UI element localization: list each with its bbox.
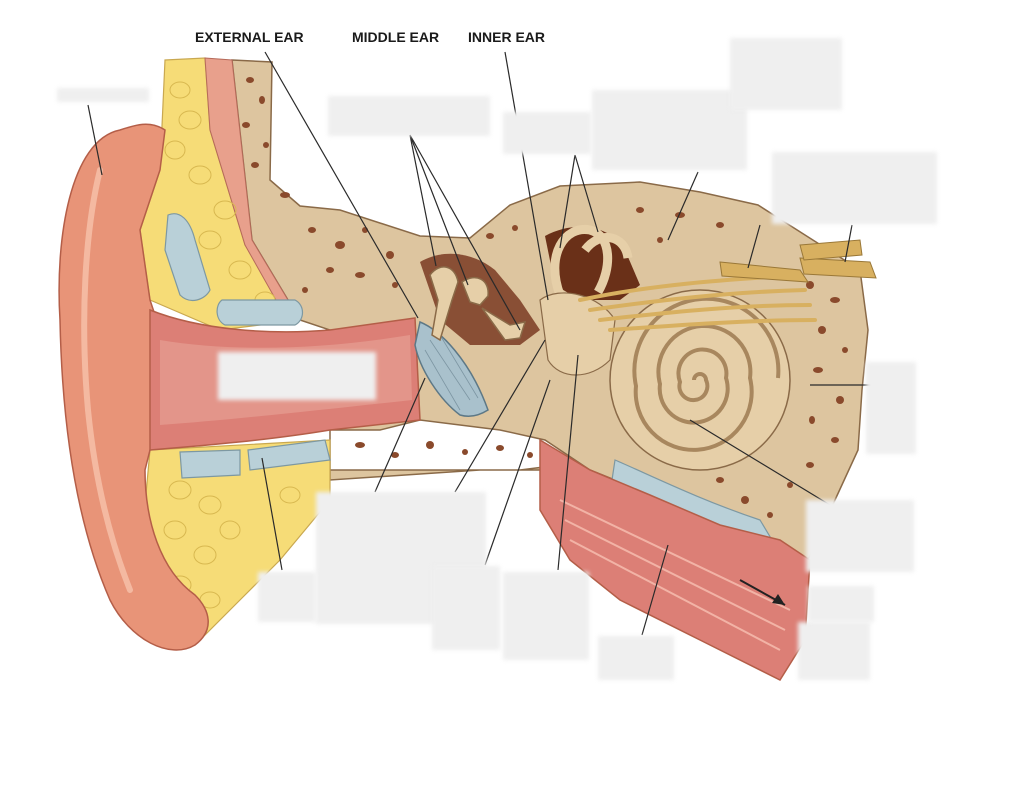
bone-pores	[242, 77, 848, 518]
vestibule	[539, 292, 616, 376]
hidden-label-box-14[interactable]	[258, 572, 316, 622]
fat-lobules	[163, 81, 301, 609]
cochlea	[609, 289, 791, 471]
heading-external-ear: EXTERNAL EAR	[195, 29, 304, 45]
airflow-arrowhead	[772, 594, 785, 605]
hidden-label-box-12[interactable]	[503, 572, 589, 660]
leader-lines	[87, 51, 880, 636]
hidden-label-box-8[interactable]	[866, 362, 916, 454]
hidden-label-box-16[interactable]	[808, 586, 874, 622]
hidden-label-box-15[interactable]	[798, 622, 870, 680]
hidden-label-box-2[interactable]	[328, 96, 490, 136]
hidden-label-box-7[interactable]	[218, 352, 376, 400]
tympanic-membrane-fibers	[424, 334, 479, 411]
ossicles	[429, 266, 527, 342]
hidden-label-box-9[interactable]	[806, 500, 914, 572]
vestibule-chamber	[545, 226, 640, 300]
hidden-label-box-13[interactable]	[598, 636, 674, 680]
hidden-label-box-4[interactable]	[592, 90, 747, 170]
cochlea-spiral	[632, 296, 781, 452]
heading-inner-ear: INNER EAR	[468, 29, 545, 45]
hidden-label-box-6[interactable]	[772, 152, 937, 224]
auricle-highlight	[81, 167, 133, 593]
hidden-label-box-1[interactable]	[57, 88, 149, 102]
semicircular-canals	[550, 224, 633, 297]
hidden-label-box-11[interactable]	[432, 566, 500, 650]
hidden-label-box-5[interactable]	[730, 38, 842, 110]
hidden-label-box-3[interactable]	[503, 112, 591, 154]
cartilage-pieces	[164, 213, 777, 546]
auditory-tube-stripes	[559, 499, 791, 651]
heading-middle-ear: MIDDLE EAR	[352, 29, 439, 45]
